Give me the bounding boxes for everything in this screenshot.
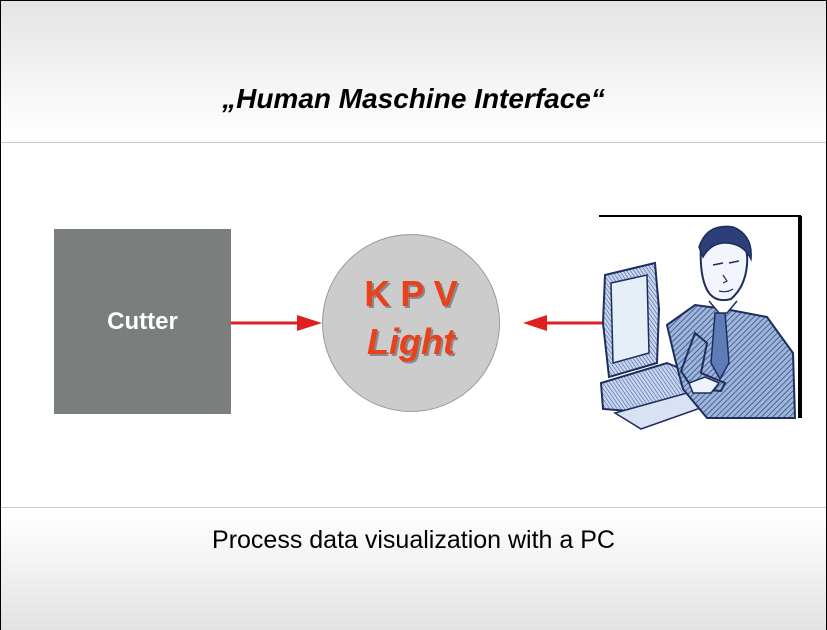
arrow-cutter-to-kpv xyxy=(231,315,322,331)
kpv-title: K P V xyxy=(364,273,458,314)
kpv-light-circle: K P V Light xyxy=(322,234,500,412)
kpv-subtitle: Light xyxy=(367,321,455,362)
footer-band xyxy=(1,507,826,630)
header-band xyxy=(1,1,826,143)
slide-caption: Process data visualization with a PC xyxy=(212,526,615,554)
cutter-label: Cutter xyxy=(107,307,178,335)
arrow-pc-to-kpv xyxy=(523,315,613,331)
cutter-box: Cutter xyxy=(54,229,231,414)
person-at-computer-icon xyxy=(599,215,802,430)
slide-title: „Human Maschine Interface“ xyxy=(222,83,605,114)
